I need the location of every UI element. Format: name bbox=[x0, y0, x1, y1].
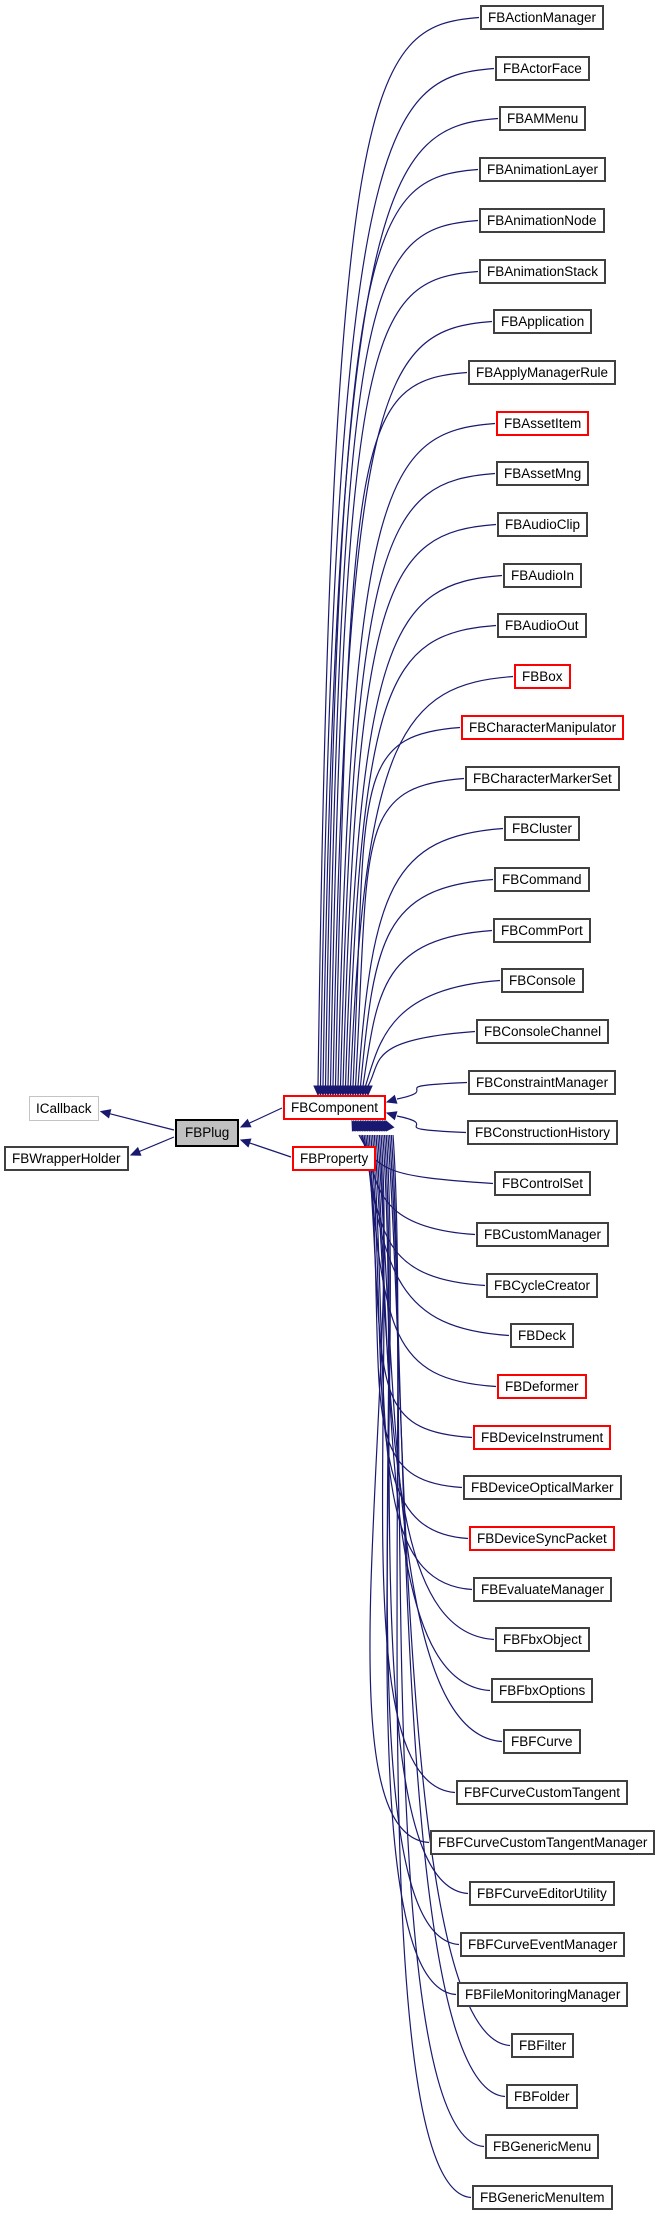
class-node-fbdeformer[interactable]: FBDeformer bbox=[497, 1374, 587, 1399]
class-node-fbfcurve[interactable]: FBFCurve bbox=[503, 1729, 581, 1754]
class-node-fbbox[interactable]: FBBox bbox=[514, 664, 571, 689]
class-node-fbanimationnode[interactable]: FBAnimationNode bbox=[479, 208, 605, 233]
class-node-fbaudioclip[interactable]: FBAudioClip bbox=[497, 512, 589, 537]
class-node-fbanimationlayer[interactable]: FBAnimationLayer bbox=[479, 157, 607, 182]
class-node-fbcharactermarkerset[interactable]: FBCharacterMarkerSet bbox=[465, 766, 620, 791]
class-node-fbfbxobject[interactable]: FBFbxObject bbox=[495, 1627, 590, 1652]
class-node-fbactorface[interactable]: FBActorFace bbox=[495, 56, 590, 81]
class-node-fbdeck[interactable]: FBDeck bbox=[510, 1323, 575, 1348]
class-node-fbdeviceinstrument[interactable]: FBDeviceInstrument bbox=[473, 1425, 612, 1450]
class-node-fbconstructionhistory[interactable]: FBConstructionHistory bbox=[467, 1120, 619, 1145]
class-node-fbcommand[interactable]: FBCommand bbox=[494, 867, 590, 892]
class-node-fbapplymanagerrule[interactable]: FBApplyManagerRule bbox=[468, 360, 617, 385]
class-node-fbconsolechannel[interactable]: FBConsoleChannel bbox=[476, 1019, 610, 1044]
class-node-fbfilemonitoringmanager[interactable]: FBFileMonitoringManager bbox=[457, 1982, 629, 2007]
class-node-fbactionmanager[interactable]: FBActionManager bbox=[480, 5, 605, 30]
class-node-fbcomponent[interactable]: FBComponent bbox=[283, 1095, 387, 1120]
class-node-fbanimationstack[interactable]: FBAnimationStack bbox=[479, 259, 607, 284]
class-node-fbgenericmenu[interactable]: FBGenericMenu bbox=[485, 2134, 600, 2159]
class-node-fbfcurveeventmanager[interactable]: FBFCurveEventManager bbox=[460, 1932, 626, 1957]
class-node-fbfcurvecustomtangentmanager[interactable]: FBFCurveCustomTangentManager bbox=[430, 1830, 655, 1855]
class-node-fbcharactermanipulator[interactable]: FBCharacterManipulator bbox=[461, 715, 625, 740]
class-node-fbproperty[interactable]: FBProperty bbox=[292, 1146, 377, 1171]
class-node-fbplug-current: FBPlug bbox=[175, 1119, 240, 1147]
class-node-fbdeviceopticalmarker[interactable]: FBDeviceOpticalMarker bbox=[463, 1475, 622, 1500]
class-node-fbcontrolset[interactable]: FBControlSet bbox=[494, 1171, 592, 1196]
class-node-fbapplication[interactable]: FBApplication bbox=[493, 309, 593, 334]
class-node-fbaudioout[interactable]: FBAudioOut bbox=[497, 613, 587, 638]
class-node-fbfolder[interactable]: FBFolder bbox=[506, 2084, 578, 2109]
class-node-fbconstraintmanager[interactable]: FBConstraintManager bbox=[468, 1070, 617, 1095]
class-node-fbgenericmenuitem[interactable]: FBGenericMenuItem bbox=[472, 2185, 613, 2210]
class-node-fbassetmng[interactable]: FBAssetMng bbox=[496, 461, 590, 486]
class-node-icallback: ICallback bbox=[29, 1096, 99, 1121]
class-node-fbfbxoptions[interactable]: FBFbxOptions bbox=[491, 1678, 594, 1703]
class-node-fbcyclecreator[interactable]: FBCycleCreator bbox=[486, 1273, 599, 1298]
class-node-fbwrapperholder[interactable]: FBWrapperHolder bbox=[4, 1146, 129, 1171]
class-node-fbassetitem[interactable]: FBAssetItem bbox=[496, 411, 590, 436]
class-node-fbammenu[interactable]: FBAMMenu bbox=[499, 106, 587, 131]
class-node-fbfcurveeditorutility[interactable]: FBFCurveEditorUtility bbox=[469, 1881, 615, 1906]
class-node-fbdevicesyncpacket[interactable]: FBDeviceSyncPacket bbox=[469, 1526, 615, 1551]
class-node-fbcustommanager[interactable]: FBCustomManager bbox=[476, 1222, 610, 1247]
class-node-fbevaluatemanager[interactable]: FBEvaluateManager bbox=[473, 1577, 613, 1602]
class-node-fbcluster[interactable]: FBCluster bbox=[504, 816, 581, 841]
class-node-fbconsole[interactable]: FBConsole bbox=[501, 968, 584, 993]
class-node-fbcommport[interactable]: FBCommPort bbox=[493, 918, 591, 943]
class-node-fbaudioin[interactable]: FBAudioIn bbox=[503, 563, 583, 588]
class-node-fbfilter[interactable]: FBFilter bbox=[511, 2033, 575, 2058]
class-node-fbfcurvecustomtangent[interactable]: FBFCurveCustomTangent bbox=[456, 1780, 629, 1805]
